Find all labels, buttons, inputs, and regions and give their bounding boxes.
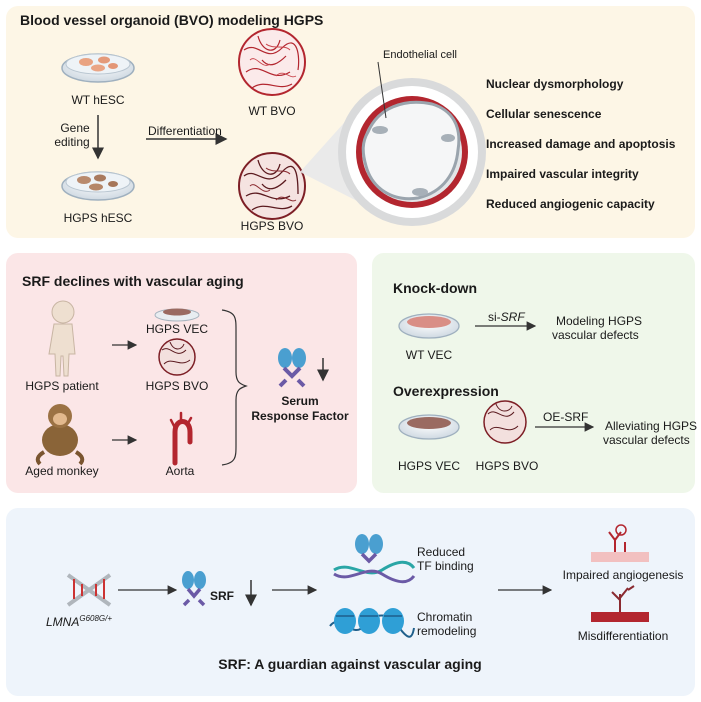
wt-bvo-label: WT BVO — [248, 104, 296, 118]
tf-binding-icon — [333, 534, 416, 584]
si-gene: SRF — [500, 310, 525, 324]
phenotype-3: Increased damage and apoptosis — [486, 137, 676, 151]
impaired-angiogenesis-icon — [591, 524, 649, 562]
chromatin-icon — [329, 608, 415, 638]
gene-editing-label-2: editing — [54, 135, 90, 149]
hgps-bvo-small-label: HGPS BVO — [145, 379, 209, 393]
phenotype-4: Impaired vascular integrity — [486, 167, 639, 181]
hgps-patient-icon — [48, 300, 76, 377]
dna-icon — [66, 573, 112, 607]
alleviating-line1: Alleviating HGPS — [605, 419, 698, 433]
hgps-bvo-icon — [238, 152, 306, 220]
srf-name-line1: Serum — [281, 394, 319, 408]
hgps-bvo-kd-label: HGPS BVO — [475, 459, 539, 473]
reduced-line2: TF binding — [417, 559, 474, 573]
mechanism-panel — [6, 508, 695, 696]
si-prefix: si- — [488, 310, 501, 324]
srf-bracket — [221, 309, 248, 466]
si-srf-label: si-SRF — [488, 310, 525, 324]
oe-srf-label: OE-SRF — [543, 410, 589, 424]
hgps-patient-label: HGPS patient — [25, 379, 99, 393]
reduced-line1: Reduced — [417, 545, 466, 559]
wt-hesc-dish-icon — [61, 53, 135, 83]
lmna-sup: G608G/+ — [79, 614, 113, 623]
aorta-icon — [169, 411, 193, 466]
misdifferentiation-icon — [591, 585, 649, 622]
misdifferentiation-label: Misdifferentiation — [577, 629, 669, 643]
hgps-bvo-small-icon — [158, 338, 196, 376]
phenotype-2: Cellular senescence — [486, 107, 602, 121]
gene-editing-label-1: Gene — [60, 121, 90, 135]
hgps-hesc-dish-icon — [61, 171, 135, 201]
endothelial-zoom-icon — [338, 78, 486, 226]
lmna-base: LMNA — [46, 615, 80, 629]
footer-title: SRF: A guardian against vascular aging — [218, 656, 482, 672]
srf-protein-small-icon — [182, 571, 206, 607]
knockdown-title: Knock-down — [393, 280, 477, 296]
srf-panel-title: SRF declines with vascular aging — [22, 273, 244, 289]
knockdown-overexpression-panel — [372, 253, 695, 493]
hgps-hesc-label: HGPS hESC — [63, 211, 133, 225]
phenotype-1: Nuclear dysmorphology — [486, 77, 624, 91]
hgps-bvo-label: HGPS BVO — [240, 219, 304, 233]
alleviating-line2: vascular defects — [603, 433, 690, 447]
hgps-vec-small-icon — [154, 308, 200, 322]
lmna-label: LMNAG608G/+ — [46, 612, 112, 629]
overexpression-title: Overexpression — [393, 383, 499, 399]
bvo-panel-title: Blood vessel organoid (BVO) modeling HGP… — [20, 12, 324, 28]
endothelial-pointer — [377, 61, 387, 119]
endothelial-cell-label: Endothelial cell — [383, 49, 457, 61]
aged-monkey-label: Aged monkey — [25, 464, 99, 478]
chromatin-line1: Chromatin — [417, 610, 473, 624]
impaired-angiogenesis-label: Impaired angiogenesis — [562, 568, 684, 582]
hgps-vec-dish-icon — [398, 414, 460, 440]
srf-name-line2: Response Factor — [251, 409, 349, 423]
modeling-line2: vascular defects — [552, 328, 639, 342]
srf-protein-icon — [278, 348, 306, 388]
chromatin-line2: remodeling — [417, 624, 477, 638]
differentiation-label: Differentiation — [148, 124, 222, 138]
hgps-vec-kd-label: HGPS VEC — [397, 459, 460, 473]
wt-bvo-icon — [238, 28, 306, 96]
srf-mechanism-label: SRF — [210, 589, 234, 603]
hgps-bvo-kd-icon — [483, 400, 527, 444]
wt-vec-label: WT VEC — [405, 348, 453, 362]
aged-monkey-icon — [35, 404, 85, 466]
wt-vec-dish-icon — [398, 313, 460, 339]
aorta-label: Aorta — [165, 464, 195, 478]
wt-hesc-label: WT hESC — [71, 93, 125, 107]
phenotype-5: Reduced angiogenic capacity — [486, 197, 655, 211]
modeling-line1: Modeling HGPS — [556, 314, 643, 328]
hgps-vec-label: HGPS VEC — [145, 322, 208, 336]
